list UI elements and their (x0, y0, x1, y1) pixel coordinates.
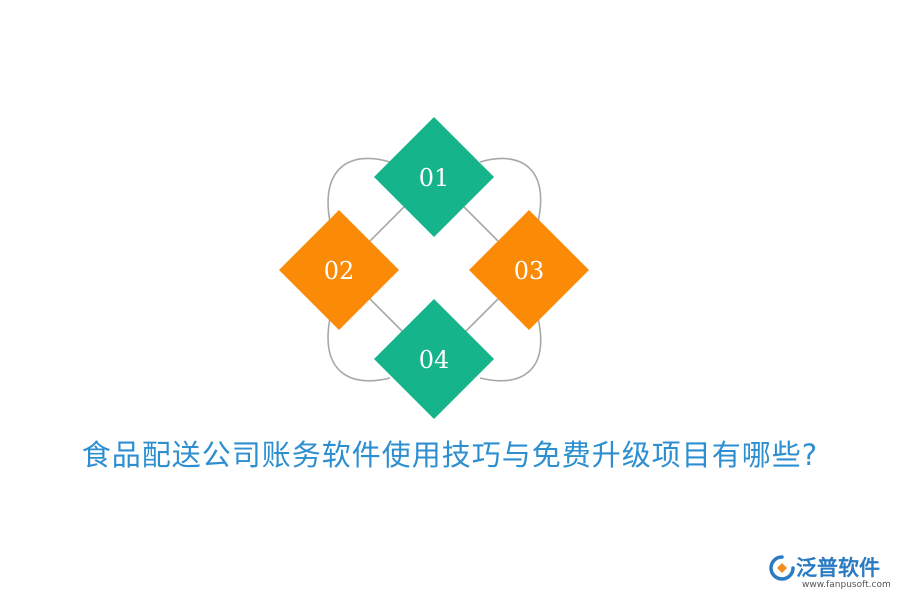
node-02-diamond (279, 210, 399, 330)
node-03: 03 (469, 210, 589, 330)
connector-inner-4 (463, 298, 499, 334)
connector-bottom-right (479, 317, 542, 382)
connector-top-right (479, 157, 542, 223)
node-01: 01 (374, 117, 494, 237)
logo-url-text: www.fanpusoft.com (802, 580, 891, 590)
logo-brand-text: 泛普软件 (796, 556, 880, 580)
node-01-diamond (374, 117, 494, 237)
node-04: 04 (374, 299, 494, 419)
brand-logo: 泛普软件 www.fanpusoft.com (768, 552, 894, 596)
node-02-label: 02 (324, 257, 355, 285)
node-02: 02 (279, 210, 399, 330)
node-03-label: 03 (514, 257, 545, 285)
node-01-label: 01 (419, 164, 450, 192)
connector-top-left (327, 157, 391, 223)
node-04-label: 04 (419, 346, 450, 374)
node-03-diamond (469, 210, 589, 330)
logo-mark-icon (769, 555, 795, 581)
connector-inner-3 (369, 298, 405, 334)
connector-inner-1 (369, 206, 405, 242)
node-04-diamond (374, 299, 494, 419)
connector-bottom-left (327, 317, 391, 382)
connector-inner-2 (463, 206, 499, 242)
page-title: 食品配送公司账务软件使用技巧与免费升级项目有哪些? (81, 438, 819, 472)
connector-lines (327, 157, 542, 382)
